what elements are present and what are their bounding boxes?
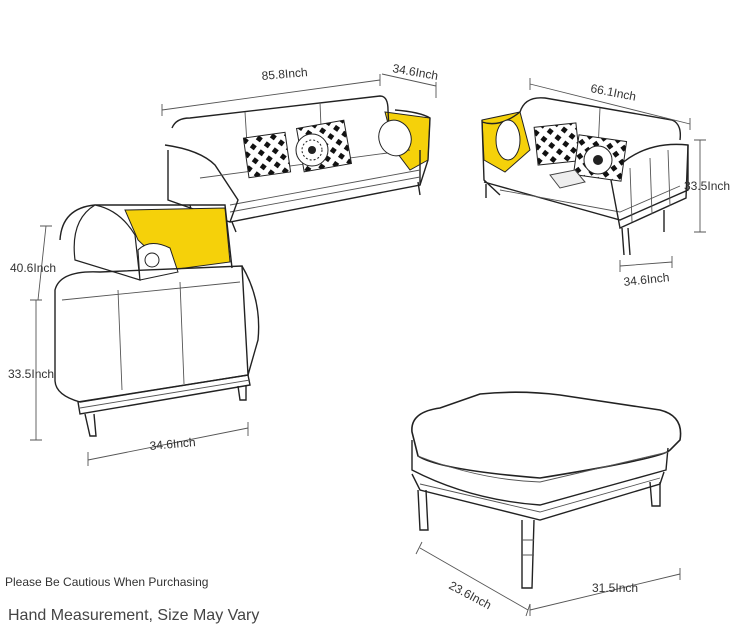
sofa-length-label: 85.8Inch (261, 65, 308, 83)
ottoman-depth-label: 23.6Inch (447, 578, 494, 612)
loveseat-height-label: 33.5Inch (684, 179, 730, 193)
chair-height-label: 33.5Inch (8, 367, 54, 381)
armchair (30, 204, 260, 466)
caution-note: Please Be Cautious When Purchasing (5, 575, 209, 589)
loveseat-depth-label: 34.6Inch (623, 270, 670, 289)
ottoman (411, 391, 682, 617)
ottoman-width-label: 31.5Inch (592, 581, 638, 595)
measurement-note: Hand Measurement, Size May Vary (8, 607, 260, 624)
chair-width-label: 34.6Inch (149, 435, 196, 453)
chair-back-height-label: 40.6Inch (10, 261, 56, 275)
three-seat-sofa (161, 73, 437, 233)
loveseat (481, 78, 706, 272)
sofa-depth-label: 34.6Inch (391, 61, 439, 83)
